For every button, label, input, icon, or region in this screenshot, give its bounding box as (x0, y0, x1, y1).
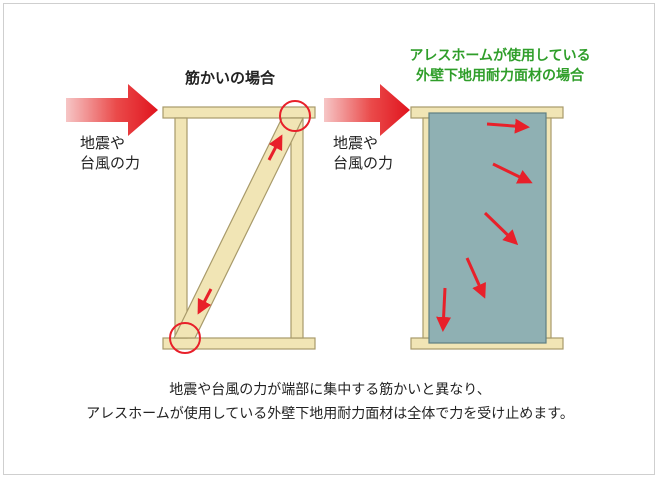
panel-arrow-4 (465, 257, 486, 299)
caption-line2: アレスホームが使用している外壁下地用耐力面材は全体で力を受け止めます。 (86, 406, 574, 422)
panel-case-title: アレスホームが使用している 外壁下地用耐力面材の場合 (390, 46, 610, 86)
bottom-plate (162, 337, 316, 350)
right-stud (290, 117, 304, 339)
panel-case-title-line2: 外壁下地用耐力面材の場合 (416, 68, 584, 84)
structural-panel (428, 112, 547, 344)
panel-arrow-3 (483, 211, 519, 246)
brace-case-title: 筋かいの場合 (185, 69, 276, 87)
brace-force-arrow-top (267, 134, 283, 161)
panel-arrow-2 (492, 162, 533, 184)
right-force-label-line1: 地震や (333, 134, 379, 152)
panel-arrow-5 (436, 287, 452, 332)
brace-force-arrow-bottom (197, 288, 213, 315)
stress-circle-bottom (169, 322, 201, 354)
left-stud (174, 117, 188, 339)
diagonal-brace (173, 117, 304, 339)
caption: 地震や台風の力が端部に集中する筋かいと異なり、 アレスホームが使用している外壁下… (20, 378, 640, 426)
panel-case-title-line1: アレスホームが使用している (409, 48, 591, 64)
left-force-arrow (66, 84, 158, 136)
left-force-label-line2: 台風の力 (80, 154, 141, 172)
left-force-label: 地震や 台風の力 (80, 133, 140, 173)
left-force-label-line1: 地震や (80, 134, 126, 152)
panel-arrow-1 (486, 118, 530, 134)
right-force-label: 地震や 台風の力 (333, 133, 393, 173)
caption-line1: 地震や台風の力が端部に集中する筋かいと異なり、 (169, 382, 491, 398)
panel-force-arrows (436, 118, 533, 332)
brace-frame (162, 106, 316, 350)
stress-circle-top (279, 100, 311, 132)
right-force-label-line2: 台風の力 (333, 154, 394, 172)
top-plate (162, 106, 316, 119)
right-force-arrow (324, 84, 410, 136)
